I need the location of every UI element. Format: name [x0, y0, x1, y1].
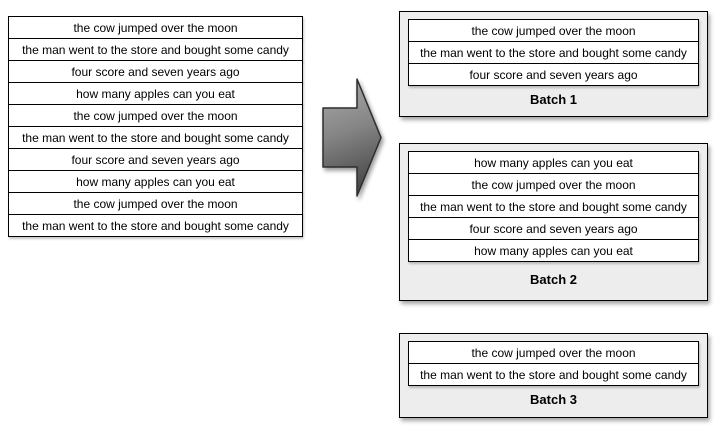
sentence-row: the cow jumped over the moon: [8, 192, 303, 215]
sentence-row: how many apples can you eat: [408, 239, 699, 262]
sentence-row: the man went to the store and bought som…: [8, 38, 303, 61]
sentence-row: the cow jumped over the moon: [408, 19, 699, 42]
batch-3-rows: the cow jumped over the moon the man wen…: [408, 341, 699, 386]
sentence-row: four score and seven years ago: [8, 148, 303, 171]
batch-2-label: Batch 2: [530, 271, 577, 287]
sentence-row: how many apples can you eat: [408, 151, 699, 174]
sentence-row: the cow jumped over the moon: [8, 16, 303, 39]
sentence-row: the cow jumped over the moon: [408, 341, 699, 364]
batch-1-rows: the cow jumped over the moon the man wen…: [408, 19, 699, 86]
sentence-row: the man went to the store and bought som…: [8, 214, 303, 237]
sentence-row: the cow jumped over the moon: [408, 173, 699, 196]
sentence-row: how many apples can you eat: [8, 82, 303, 105]
batch-1-group: the cow jumped over the moon the man wen…: [399, 11, 708, 117]
sentence-row: how many apples can you eat: [8, 170, 303, 193]
batch-3-label: Batch 3: [530, 392, 577, 407]
sentence-row: the man went to the store and bought som…: [408, 195, 699, 218]
right-arrow-icon: [322, 77, 382, 198]
batch-2-group: how many apples can you eat the cow jump…: [399, 143, 708, 301]
sentence-row: the cow jumped over the moon: [8, 104, 303, 127]
sentence-row: the man went to the store and bought som…: [408, 41, 699, 64]
batch-2-rows: how many apples can you eat the cow jump…: [408, 151, 699, 262]
sentence-row: four score and seven years ago: [408, 217, 699, 240]
sentence-row: the man went to the store and bought som…: [408, 363, 699, 386]
sentence-row: four score and seven years ago: [408, 63, 699, 86]
sentence-row: the man went to the store and bought som…: [8, 126, 303, 149]
batch-3-group: the cow jumped over the moon the man wen…: [399, 333, 708, 418]
batch-1-label: Batch 1: [530, 91, 577, 107]
input-sentence-list: the cow jumped over the moon the man wen…: [8, 16, 303, 237]
sentence-row: four score and seven years ago: [8, 60, 303, 83]
